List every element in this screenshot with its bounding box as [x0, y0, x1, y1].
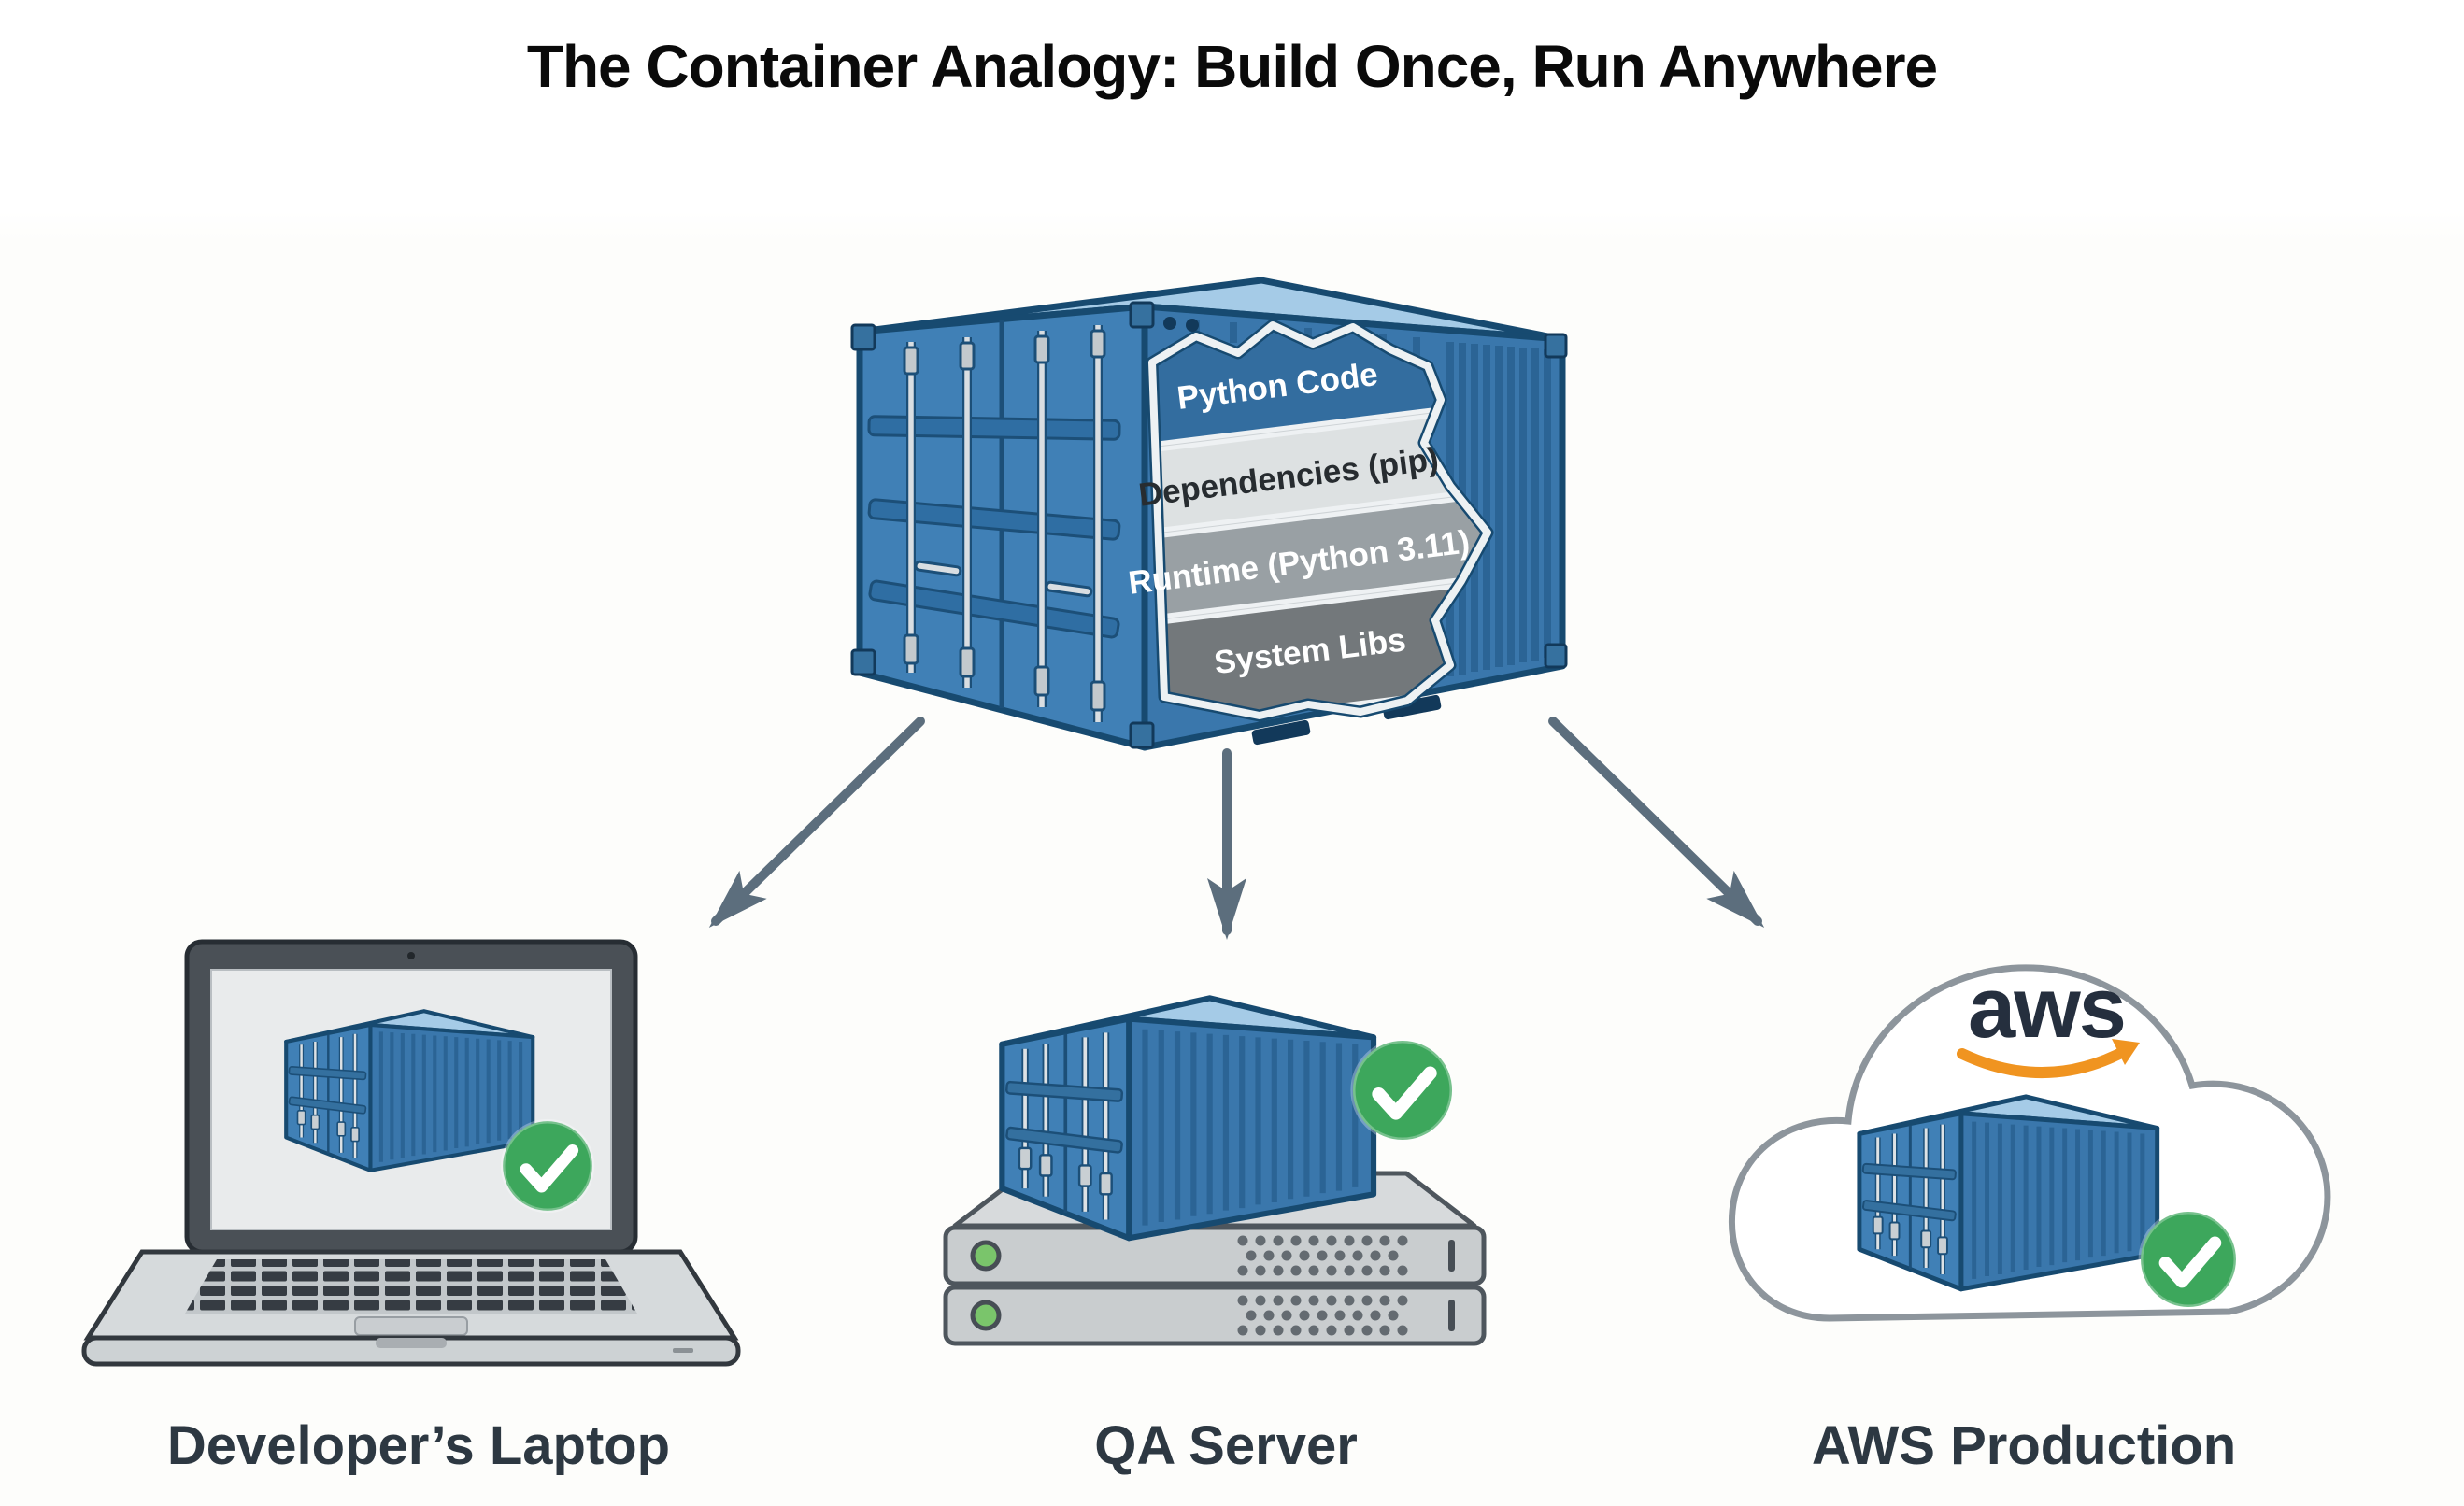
container-door-rods [903, 325, 1106, 722]
led-indicator [970, 1240, 1002, 1272]
aws-logo-text: aws [1968, 960, 2125, 1056]
door-handles [914, 560, 1093, 598]
page-title: The Container Analogy: Build Once, Run A… [526, 33, 1938, 100]
container-door-bars [867, 415, 1121, 639]
layer-band [1152, 405, 1488, 539]
target-label-aws-production: AWS Production [1811, 1415, 2237, 1476]
trackpad [354, 1316, 468, 1336]
server-unit [943, 1225, 1487, 1286]
laptop-illustration [81, 939, 741, 1367]
reveal-torn-edge [1148, 321, 1491, 719]
layer-band [1152, 490, 1488, 624]
check-circle-icon [503, 1121, 592, 1211]
vent-holes [1163, 317, 1199, 332]
drive-slot [1448, 1300, 1455, 1331]
docker-container-illustration: Python Code Dependencies (pip) Runtime (… [850, 277, 1568, 751]
laptop-port [673, 1348, 693, 1353]
laptop-notch [376, 1338, 447, 1348]
vent-dots [1237, 1295, 1408, 1336]
arrow-to-aws-icon [1548, 717, 1765, 928]
aws-logo-smile-icon [1957, 1044, 2132, 1078]
keyboard-keys [185, 1259, 637, 1314]
container-icon [1859, 1097, 2158, 1289]
aws-cloud-illustration: aws [1728, 960, 2331, 1322]
vent-dots [1237, 1235, 1408, 1276]
webcam-icon [407, 952, 415, 959]
drive-slot [1448, 1240, 1455, 1272]
server-unit [943, 1285, 1487, 1346]
led-indicator [970, 1300, 1002, 1331]
corner-castings [850, 301, 1568, 749]
target-label-qa-server: QA Server [1094, 1415, 1358, 1476]
image-layers [1152, 325, 1488, 716]
aws-logo: aws [1957, 960, 2140, 1078]
arrow-to-laptop-icon [708, 717, 925, 928]
qa-check [1347, 1035, 1458, 1145]
qa-container [990, 987, 1387, 1256]
container-bottom-pockets [1251, 694, 1442, 746]
target-label-developer-laptop: Developer’s Laptop [166, 1415, 671, 1476]
check-circle-icon [2141, 1212, 2236, 1307]
container-icon [286, 1011, 533, 1171]
aws-logo-smile-tip [2112, 1039, 2140, 1065]
